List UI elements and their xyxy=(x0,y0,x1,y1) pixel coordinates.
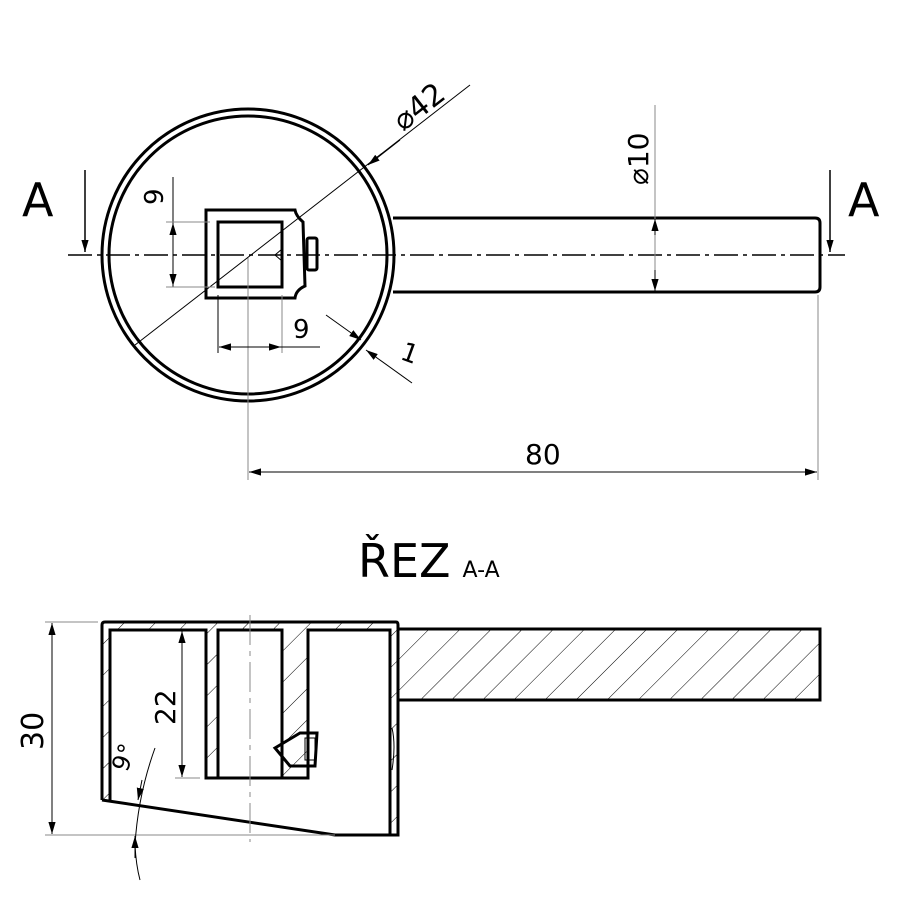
section-marker-left: A xyxy=(22,173,54,227)
dim-angle: 9° xyxy=(106,740,142,775)
set-screw xyxy=(305,236,319,272)
dim-square-width: 9 xyxy=(293,315,310,345)
section-title: ŘEZ A-A xyxy=(358,534,500,588)
dim-angle-arc xyxy=(134,747,156,881)
dim-length: 80 xyxy=(525,438,561,471)
square-boss xyxy=(204,208,307,300)
dim-wall-arrow2 xyxy=(365,349,413,384)
dim-diameter-arrow xyxy=(367,139,401,166)
handle-section xyxy=(396,627,822,702)
top-view: A A ⌀42 ⌀10 9 9 1 80 xyxy=(22,76,880,480)
set-screw-head xyxy=(304,737,316,761)
dim-depth: 22 xyxy=(149,689,182,725)
set-screw-section xyxy=(272,731,319,768)
side-notch xyxy=(391,727,395,771)
dim-angle-arrow1 xyxy=(136,779,144,801)
housing-outer xyxy=(100,620,400,837)
dim-diameter-outer: ⌀42 xyxy=(386,76,452,138)
dim-diameter-handle: ⌀10 xyxy=(622,133,655,186)
dim-height: 30 xyxy=(16,712,51,750)
section-marker-right: A xyxy=(848,173,880,227)
dim-wall-arrow1 xyxy=(325,314,362,341)
section-view: 30 22 9° xyxy=(16,615,822,881)
dim-square-height: 9 xyxy=(140,188,170,205)
section-title-main: ŘEZ xyxy=(358,534,451,588)
dim-wall: 1 xyxy=(397,337,423,371)
dim-diameter-line xyxy=(134,84,471,346)
section-title-suffix: A-A xyxy=(463,558,500,583)
